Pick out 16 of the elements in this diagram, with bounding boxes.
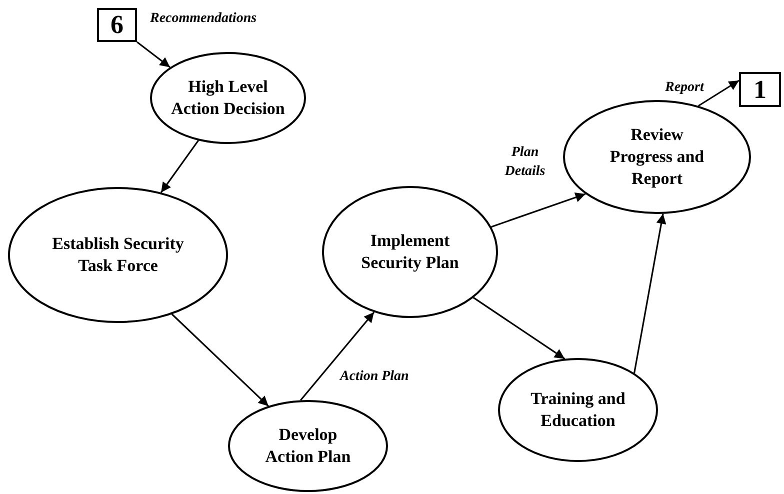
process-label: Training and Education	[530, 388, 626, 432]
arrow	[472, 296, 566, 360]
arrow	[160, 140, 200, 193]
process-label: Establish Security Task Force	[51, 233, 185, 277]
process-label: Review Progress and Report	[608, 124, 706, 190]
process-label: Develop Action Plan	[264, 424, 352, 468]
process-label: High Level Action Decision	[170, 76, 286, 120]
arrow	[491, 192, 586, 228]
arrow	[698, 80, 740, 107]
step-number: 1	[754, 78, 766, 100]
arrow	[136, 41, 170, 68]
process-label: Implement Security Plan	[360, 230, 460, 274]
step-number: 6	[110, 14, 124, 36]
arrow	[171, 314, 270, 407]
arrow	[633, 214, 666, 374]
arrow	[300, 312, 375, 401]
